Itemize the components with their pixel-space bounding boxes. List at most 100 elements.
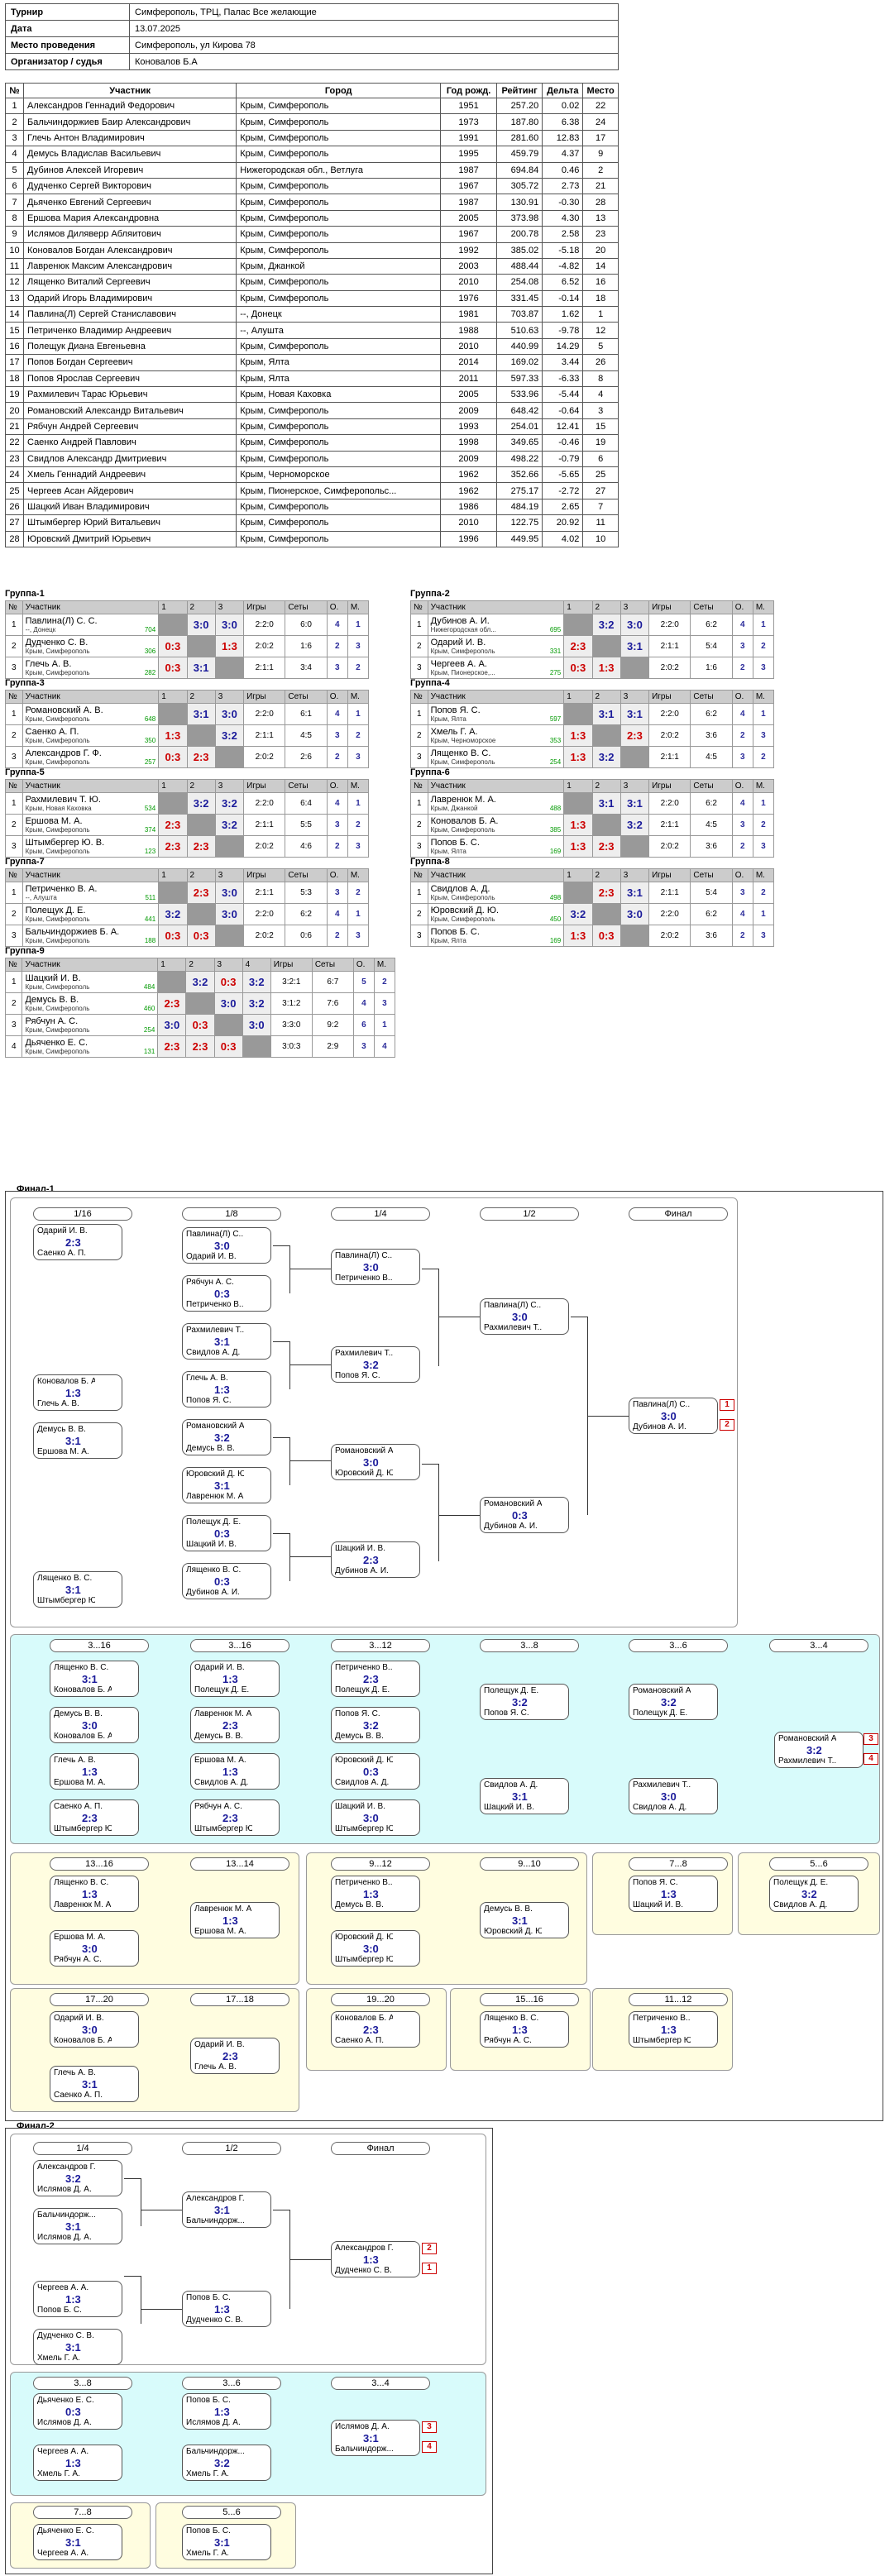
points-cell: 5 — [352, 971, 375, 993]
player-two: Свидлов А. Д. — [773, 1900, 828, 1909]
player-two: Попов Б. С. — [37, 2306, 82, 2315]
score-cell: 0:3 — [158, 746, 188, 768]
match-score: 3:2 — [193, 797, 209, 810]
table-cell: 2003 — [440, 257, 497, 275]
player-two: Штымбергер Ю. В. — [37, 1596, 95, 1605]
participant-rating: 353 — [549, 737, 562, 744]
player-two: Хмель Г. А. — [186, 2469, 229, 2478]
row-number: 3 — [4, 1014, 23, 1036]
place-cell: 1 — [752, 614, 775, 636]
row-number: 3 — [410, 835, 428, 858]
group-title: Группа-2 — [410, 589, 450, 599]
player-one: Глечь А. В. — [54, 2068, 96, 2077]
round-header: 3...4 — [331, 2377, 430, 2390]
participant-name: Саенко А. П. — [25, 727, 79, 737]
table-cell: 0.02 — [542, 97, 584, 115]
player-one: Чергеев А. А. — [37, 2283, 89, 2292]
player-one: Одарий И. В. — [194, 2040, 245, 2049]
points-cell: 3 — [731, 882, 753, 904]
table-cell: 18 — [582, 289, 619, 308]
table-cell: 22 — [582, 97, 619, 115]
column-header: Сеты — [690, 690, 733, 704]
player-two: Петриченко В... — [186, 1300, 244, 1309]
match-score: 3:2 — [363, 1719, 379, 1732]
table-cell: 8 — [582, 370, 619, 388]
player-one: Шацкий И. В. — [335, 1802, 385, 1811]
table-cell: 275.17 — [495, 482, 543, 499]
player-two: Демусь В. В. — [335, 1900, 384, 1909]
table-cell: Крым, Симферополь — [236, 146, 442, 163]
participant-name: Штымбергер Ю. В. — [25, 838, 105, 848]
player-one: Одарий И. В. — [194, 1663, 245, 1672]
column-header: Игры — [243, 690, 286, 704]
row-number: 2 — [410, 903, 428, 925]
round-header: 7...8 — [33, 2506, 132, 2519]
row-number: 2 — [5, 724, 23, 747]
sets-cell: 5:3 — [285, 882, 328, 904]
table-cell: 2.73 — [542, 177, 584, 195]
table-cell: 8 — [5, 209, 24, 227]
table-cell: Бальчиндоржиев Баир Александрович — [22, 113, 237, 131]
points-cell: 4 — [326, 792, 348, 815]
score-cell: 3:1 — [620, 635, 650, 657]
participant-city: Крым, Симферополь — [25, 937, 90, 944]
table-cell: Штымбергер Юрий Витальевич — [22, 514, 237, 532]
sets-cell: 0:6 — [285, 925, 328, 947]
match-score: 3:0 — [363, 1812, 379, 1824]
consolation-3-16 — [10, 1634, 880, 1844]
match-score: 3:2 — [222, 729, 237, 742]
participant-name: Хмель Г. А. — [430, 727, 478, 737]
table-cell: Глечь Антон Владимирович — [22, 129, 237, 147]
sets-cell: 3:6 — [690, 835, 733, 858]
player-one: Юровский Д. Ю. — [335, 1756, 393, 1765]
column-header: Игры — [243, 868, 286, 882]
match-score: 3:2 — [222, 797, 237, 810]
sets-cell: 6:2 — [285, 903, 328, 925]
table-cell: -6.33 — [542, 370, 584, 388]
sets-cell: 9:2 — [311, 1014, 354, 1036]
games-cell: 3:2:1 — [270, 971, 313, 993]
column-header: Сеты — [690, 600, 733, 614]
sets-cell: 1:6 — [690, 657, 733, 679]
place-cell: 1 — [347, 903, 370, 925]
match-score: 3:0 — [222, 708, 237, 720]
table-cell: 2 — [582, 161, 619, 179]
match-score: 3:0 — [512, 1311, 528, 1323]
column-header: № — [410, 690, 428, 704]
group-title: Группа-7 — [5, 857, 45, 867]
column-header: Участник — [22, 958, 159, 972]
match-score: 1:3 — [82, 1888, 98, 1900]
table-cell: -9.78 — [542, 322, 584, 339]
player-one: Попов Б. С. — [186, 2293, 231, 2302]
row-number: 4 — [4, 1035, 23, 1058]
player-one: Демусь В. В. — [484, 1905, 533, 1914]
column-header: О. — [326, 600, 348, 614]
games-cell: 2:0:2 — [648, 835, 691, 858]
match-score: 1:3 — [65, 1387, 81, 1399]
games-cell: 2:0:2 — [648, 724, 691, 747]
table-cell: 21 — [582, 177, 619, 195]
player-two: Демусь В. В. — [335, 1732, 384, 1741]
match-score: 2:3 — [598, 887, 615, 899]
participant-rating: 534 — [144, 805, 156, 812]
table-cell: 12 — [582, 322, 619, 339]
table-cell: 13 — [582, 209, 619, 227]
table-cell: 25 — [582, 466, 619, 484]
score-cell: 2:3 — [157, 1035, 187, 1058]
